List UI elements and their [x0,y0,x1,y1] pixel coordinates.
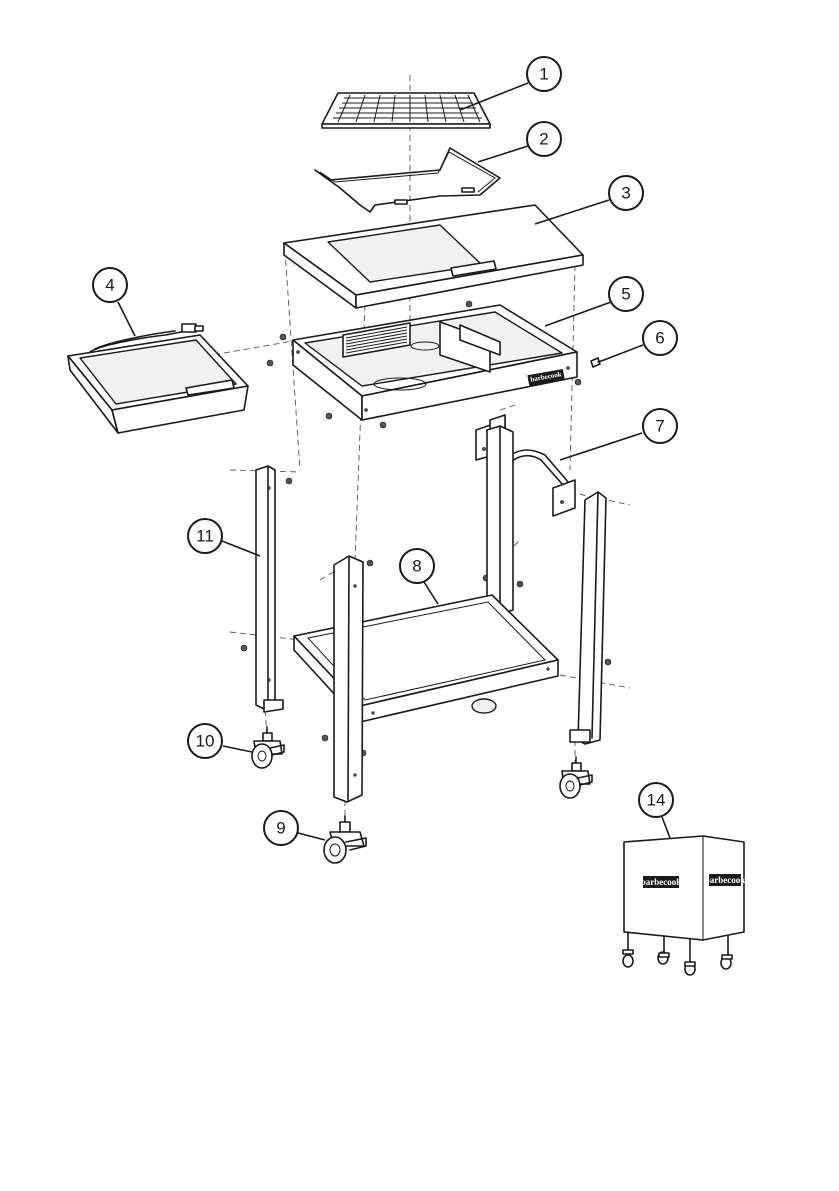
svg-text:1: 1 [539,65,548,84]
part-drip-tray [68,324,248,433]
part-grill-grate [322,93,490,128]
svg-text:5: 5 [621,285,630,304]
part-leg-left [256,466,283,712]
part-wire-holder [315,148,500,212]
part-screw [591,358,604,367]
svg-text:10: 10 [196,732,215,751]
callout-1: 1 [527,57,561,91]
part-caster-left [252,727,284,768]
callout-14: 14 [639,783,673,817]
svg-text:8: 8 [412,557,421,576]
svg-text:14: 14 [647,791,666,810]
svg-text:9: 9 [276,819,285,838]
part-top-cover [284,205,583,308]
part-caster-right [560,757,592,798]
part-leg-right [570,492,606,744]
callout-11: 11 [188,519,222,553]
callout-4: 4 [93,268,127,302]
callout-8: 8 [400,549,434,583]
brand-label-cover-left: barbecook [641,877,682,887]
callout-6: 6 [643,321,677,355]
part-caster-brake [324,816,366,863]
callout-7: 7 [643,409,677,443]
callout-10: 10 [188,724,222,758]
part-cover: barbecook barbecook [623,836,745,975]
brand-label-cover-right: barbecook [705,875,746,885]
part-leg-front [334,556,363,802]
svg-text:4: 4 [105,276,114,295]
svg-text:11: 11 [196,527,214,546]
svg-text:3: 3 [621,184,630,203]
svg-text:6: 6 [655,329,664,348]
svg-text:2: 2 [539,130,548,149]
svg-text:7: 7 [655,417,664,436]
callout-2: 2 [527,122,561,156]
part-firebox: barbecook [293,305,577,420]
callout-3: 3 [609,176,643,210]
part-leg-back [487,426,513,614]
callout-5: 5 [609,277,643,311]
callout-9: 9 [264,811,298,845]
